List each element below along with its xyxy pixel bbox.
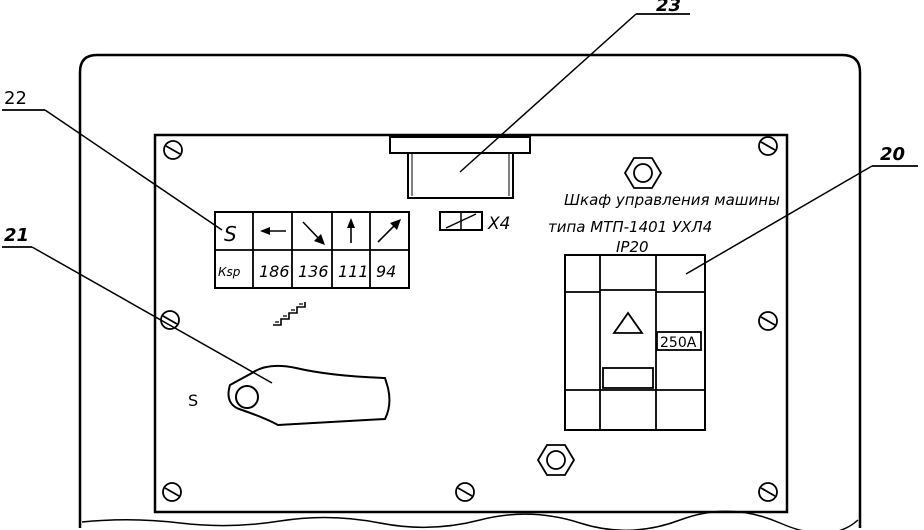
arrow-up-icon xyxy=(347,218,355,243)
leader-lines xyxy=(2,13,918,384)
cabinet-title-line3: IP20 xyxy=(616,238,649,256)
screw-icon xyxy=(758,311,778,331)
cabinet-title-line2: типа МТП-1401 УХЛ4 xyxy=(548,218,712,236)
table-value: 111 xyxy=(338,262,369,281)
hex-nut-icon xyxy=(536,444,576,476)
x4-connector-symbol: X4 xyxy=(439,211,510,234)
x4-label: X4 xyxy=(487,214,510,234)
screw-icon xyxy=(758,482,778,502)
table-row-label: Кsp xyxy=(218,265,241,279)
screw-icon xyxy=(160,310,180,330)
hex-nut-icon xyxy=(623,157,663,189)
table-value: 94 xyxy=(376,262,396,281)
breaker-rating: 250A xyxy=(660,335,697,351)
table-value: 136 xyxy=(298,262,329,281)
screw-icon xyxy=(455,482,475,502)
switch-handle: S xyxy=(188,364,391,427)
break-line xyxy=(81,510,859,530)
callout-22: 22 xyxy=(4,88,27,109)
stairs-icon xyxy=(273,302,306,326)
cable-gland xyxy=(389,136,531,199)
direction-table: S Кsp 186 136 111 94 xyxy=(214,211,410,289)
callout-21: 21 xyxy=(4,225,29,246)
screw-icon xyxy=(163,140,183,160)
warning-triangle-icon xyxy=(612,311,644,334)
circuit-breaker: 250A xyxy=(564,254,706,431)
control-panel-plate xyxy=(153,133,789,514)
callout-23: 23 xyxy=(656,0,681,16)
table-header-symbol: S xyxy=(224,222,237,246)
arrow-left-icon xyxy=(260,227,286,235)
cabinet-outline xyxy=(78,53,862,528)
table-value: 186 xyxy=(259,262,290,281)
switch-label: S xyxy=(188,391,198,410)
screw-icon xyxy=(758,136,778,156)
panel-screws xyxy=(160,136,778,502)
arrow-down-right-icon xyxy=(302,221,325,245)
callout-20: 20 xyxy=(880,144,905,165)
arrow-up-right-icon xyxy=(377,219,401,243)
cabinet-title-line1: Шкаф управления машины xyxy=(564,191,780,209)
screw-icon xyxy=(162,482,182,502)
